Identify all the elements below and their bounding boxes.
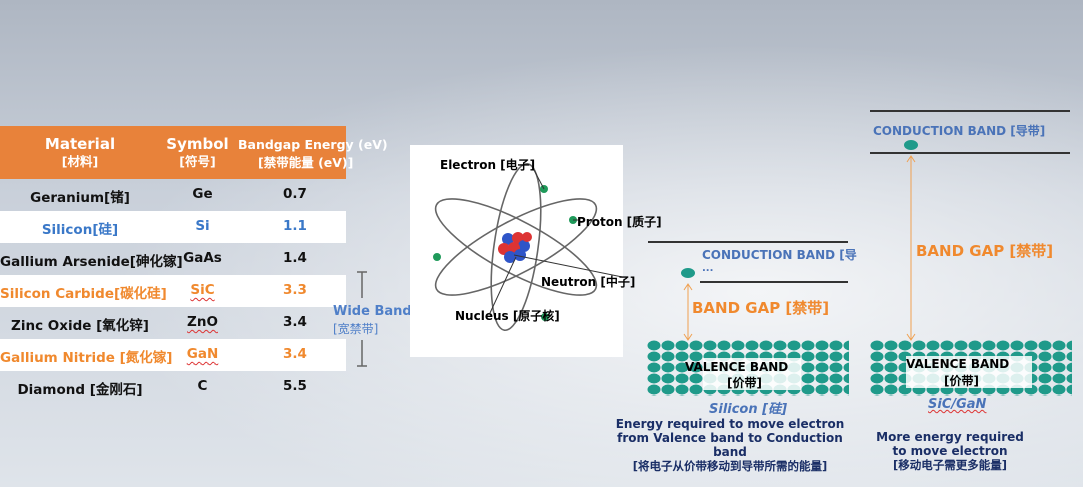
- bandgap-cell: 3.4: [283, 314, 307, 330]
- header-bandgap: Bandgap Energy (eV) [禁带能量 (eV)]: [238, 135, 398, 172]
- sic-title: SiC/GaN: [928, 397, 987, 412]
- symbol-cell: GaAs: [183, 250, 222, 266]
- sic-caption-line: to move electron: [892, 444, 1008, 458]
- material-cell: Silicon Carbide[碳化硅]: [0, 286, 167, 302]
- silicon-band-gap-label: BAND GAP [禁带]: [692, 299, 830, 317]
- material-cell: Gallium Nitride [氮化镓]: [0, 350, 173, 366]
- wide-bandgap-label-zh: [宽禁带]: [333, 322, 379, 336]
- sic-caption-line: More energy required: [876, 430, 1024, 444]
- material-cell: Geranium[锗]: [30, 190, 130, 206]
- bandgap-cell: 1.1: [283, 218, 307, 234]
- bandgap-cell: 3.4: [283, 346, 307, 362]
- sic-electron-dot: [904, 140, 918, 150]
- header-material: Material [材料]: [0, 135, 160, 171]
- bandgap-cell: 3.3: [283, 282, 307, 298]
- sic-conduction-band-line-top: [870, 110, 1070, 112]
- silicon-electron-dot: [681, 268, 695, 278]
- electron-label: Electron [电子]: [440, 158, 536, 172]
- symbol-cell: GaN: [186, 346, 219, 362]
- table-row: Diamond [金刚石] C 5.5: [0, 371, 346, 403]
- table-row: Silicon Carbide[碳化硅] SiC 3.3: [0, 275, 346, 307]
- symbol-cell: ZnO: [187, 314, 218, 330]
- table-row: Gallium Nitride [氮化镓] GaN 3.4: [0, 339, 346, 371]
- bandgap-cell: 0.7: [283, 186, 307, 202]
- silicon-conduction-band-line-lower: [700, 281, 848, 283]
- header-bandgap-zh: [禁带能量 (eV)]: [258, 155, 354, 170]
- material-cell: Silicon[硅]: [41, 222, 119, 238]
- atom-illustration: [433, 162, 623, 332]
- table-row: Gallium Arsenide[砷化镓]GaAs 1.4: [0, 243, 346, 275]
- header-material-zh: [材料]: [61, 154, 99, 169]
- sic-caption: More energy required to move electron [移…: [870, 430, 1030, 472]
- silicon-caption-line: Energy required to move electron: [615, 417, 845, 431]
- symbol-cell: Si: [195, 218, 210, 234]
- sic-valence-label: VALENCE BAND: [906, 357, 1010, 371]
- silicon-valence-label-zh: [价带]: [727, 376, 762, 390]
- wide-bandgap-bracket: [357, 271, 367, 367]
- sic-conduction-label: CONDUCTION BAND [导带]: [873, 124, 1046, 138]
- silicon-title: Silicon [硅]: [709, 402, 788, 417]
- table-row: Geranium[锗] Ge 0.7: [0, 179, 346, 211]
- symbol-cell: C: [197, 378, 208, 394]
- header-symbol: Symbol [符号]: [160, 135, 235, 171]
- silicon-valence-band: [647, 340, 849, 396]
- sic-gap-arrow: [906, 155, 916, 341]
- material-cell: Gallium Arsenide[砷化镓]: [0, 254, 183, 270]
- material-cell: Zinc Oxide [氧化锌]: [11, 318, 149, 334]
- nucleus-label: Nucleus [原子核]: [455, 309, 560, 323]
- table-row: Zinc Oxide [氧化锌] ZnO 3.4: [0, 307, 346, 339]
- sic-band-gap-label: BAND GAP [禁带]: [916, 242, 1054, 260]
- silicon-caption-line: [将电子从价带移动到导带所需的能量]: [632, 459, 828, 473]
- sic-valence-label-zh: [价带]: [944, 374, 979, 388]
- silicon-conduction-label-cont: ...: [702, 263, 714, 274]
- sic-caption-line: [移动电子需更多能量]: [892, 458, 1007, 472]
- nucleus: [498, 232, 532, 263]
- table-row: Silicon[硅] Si 1.1: [0, 211, 346, 243]
- silicon-caption-line: from Valence band to Conduction: [617, 431, 843, 445]
- header-symbol-en: Symbol: [166, 135, 229, 153]
- sic-valence-band: [870, 340, 1072, 396]
- header-bandgap-en: Bandgap Energy (eV): [238, 137, 388, 152]
- sic-conduction-band-line: [870, 152, 1070, 154]
- silicon-conduction-band-line: [648, 241, 848, 243]
- bandgap-cell: 5.5: [283, 378, 307, 394]
- header-symbol-zh: [符号]: [179, 154, 216, 169]
- table-header: [0, 126, 346, 179]
- silicon-caption: Energy required to move electron from Va…: [600, 417, 860, 473]
- silicon-valence-label: VALENCE BAND: [685, 360, 789, 374]
- silicon-conduction-label: CONDUCTION BAND [导: [702, 248, 857, 262]
- material-cell: Diamond [金刚石]: [17, 382, 143, 398]
- neutron-label: Neutron [中子]: [541, 275, 636, 289]
- bandgap-cell: 1.4: [283, 250, 307, 266]
- proton-label: Proton [质子]: [577, 215, 662, 229]
- symbol-cell: SiC: [190, 282, 215, 298]
- header-material-en: Material: [44, 135, 116, 153]
- silicon-caption-line: band: [713, 445, 747, 459]
- symbol-cell: Ge: [192, 186, 213, 202]
